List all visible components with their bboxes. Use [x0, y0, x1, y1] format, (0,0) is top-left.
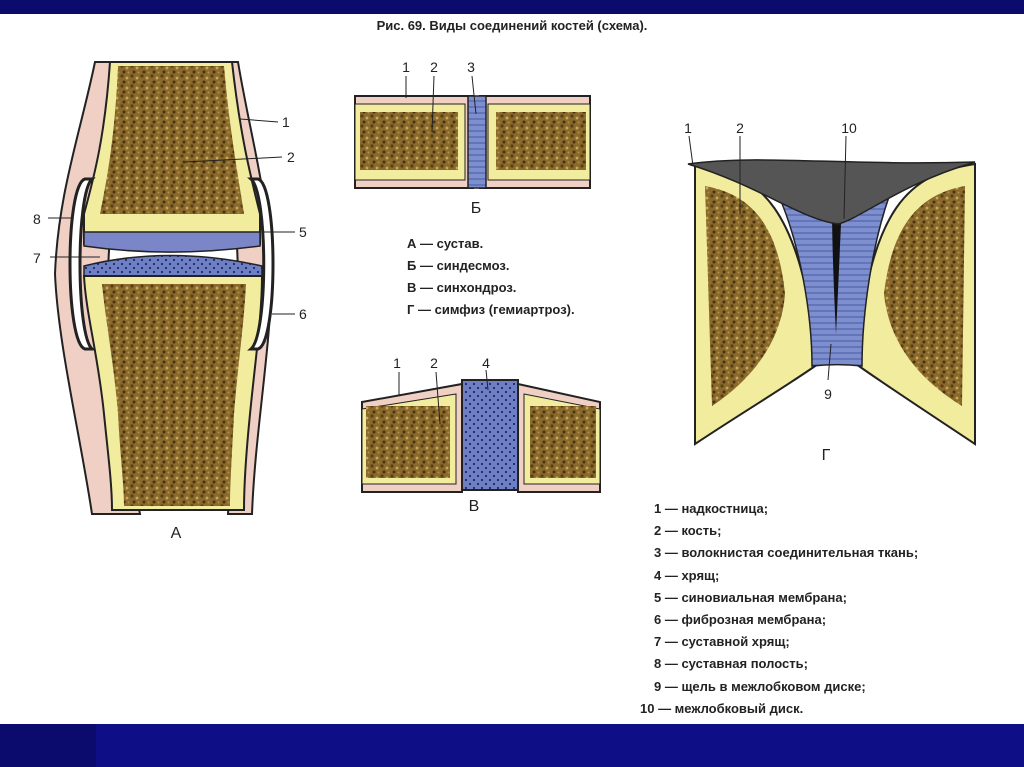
- slide-page: Рис. 69. Виды соединений костей (схема).…: [0, 14, 1024, 724]
- panel-g-symphysis: 1 2 10 9 Г: [684, 120, 976, 464]
- leader-b-3: [471, 75, 477, 115]
- label-a-5: 5: [299, 224, 307, 240]
- g-disc-cleft: [832, 204, 842, 334]
- top-frame-bar: [0, 0, 1024, 14]
- types-legend-item-a: А — сустав.: [407, 236, 483, 251]
- label-g-10: 10: [841, 120, 857, 136]
- panel-b-caption: Б: [471, 200, 482, 217]
- g-periosteum-cap: [687, 159, 976, 225]
- types-legend-item-v: В — синхондроз.: [407, 280, 516, 295]
- types-legend-item-g: Г — симфиз (гемиартроз).: [407, 302, 575, 317]
- parts-legend-line: 8 — суставная полость;: [654, 656, 808, 672]
- parts-legend-line: 4 — хрящ;: [654, 567, 720, 583]
- panel-a-synovial-joint: 1 2 5 6 7 8 А: [33, 61, 307, 542]
- label-v-2: 2: [430, 355, 438, 371]
- label-g-1: 1: [684, 120, 692, 136]
- label-a-1: 1: [282, 114, 290, 130]
- parts-legend-line: 2 — кость;: [654, 523, 722, 539]
- leader-v-4: [485, 369, 489, 391]
- upper-articular-cartilage: [83, 231, 261, 253]
- types-legend: А — сустав. Б — синдесмоз. В — синхондро…: [407, 236, 575, 317]
- left-joint-cavity: [68, 177, 96, 351]
- panel-v-caption: В: [469, 498, 480, 515]
- label-v-1: 1: [393, 355, 401, 371]
- leader-b-2: [431, 75, 435, 133]
- parts-legend-line: 3 — волокнистая соединительная ткань;: [654, 545, 919, 561]
- panel-g-caption: Г: [822, 447, 831, 464]
- label-a-6: 6: [299, 306, 307, 322]
- panel-v-synchondrosis: 1 2 4 В: [361, 355, 601, 515]
- label-b-1: 1: [402, 59, 410, 75]
- b-right-spongy: [496, 112, 586, 170]
- g-right-bone-spongy: [884, 186, 965, 406]
- parts-legend-line: 1 — надкостница;: [654, 501, 769, 516]
- v-right-spongy: [530, 406, 596, 478]
- leader-v-2: [435, 371, 441, 425]
- right-joint-cavity: [247, 177, 275, 351]
- parts-legend-line: 5 — синовиальная мембрана;: [654, 589, 847, 605]
- g-left-bone-spongy: [705, 186, 785, 406]
- label-a-7: 7: [33, 250, 41, 266]
- upper-bone-spongy: [100, 66, 244, 214]
- lower-bone-spongy: [102, 284, 246, 506]
- v-left-spongy: [366, 406, 450, 478]
- types-legend-item-b: Б — синдесмоз.: [407, 258, 509, 273]
- parts-legend-line: 9 — щель в межлобковом диске;: [654, 678, 866, 694]
- lower-articular-cartilage: [83, 254, 263, 277]
- b-fibrous-tissue: [467, 95, 487, 189]
- bottom-frame-bar: [0, 724, 1024, 767]
- b-left-spongy: [360, 112, 458, 170]
- label-g-9: 9: [824, 386, 832, 402]
- label-v-4: 4: [482, 355, 490, 371]
- v-hyaline-cartilage: [461, 379, 519, 491]
- leader-g-10: [843, 135, 847, 220]
- figure-title: Рис. 69. Виды соединений костей (схема).: [377, 18, 648, 33]
- leader-g-1: [688, 135, 694, 167]
- leader-a-2: [184, 156, 283, 163]
- label-b-3: 3: [467, 59, 475, 75]
- parts-legend-line: 10 — межлобковый диск.: [640, 700, 804, 716]
- label-b-2: 2: [430, 59, 438, 75]
- bottom-frame-shade: [96, 724, 1024, 767]
- leader-g-9: [827, 343, 832, 381]
- label-a-2: 2: [287, 149, 295, 165]
- bone-joints-diagram: Рис. 69. Виды соединений костей (схема).…: [33, 18, 976, 542]
- panel-a-caption: А: [171, 525, 182, 542]
- panel-b-syndesmosis: 1 2 3 Б: [354, 59, 591, 217]
- parts-legend-line: 7 — суставной хрящ;: [654, 634, 790, 650]
- parts-legend-list: 1 — надкостница; 2 — кость; 3 — волокнис…: [640, 498, 918, 720]
- leader-a-1: [239, 118, 279, 123]
- label-a-8: 8: [33, 211, 41, 227]
- label-g-2: 2: [736, 120, 744, 136]
- parts-legend-line: 6 — фиброзная мембрана;: [654, 612, 827, 628]
